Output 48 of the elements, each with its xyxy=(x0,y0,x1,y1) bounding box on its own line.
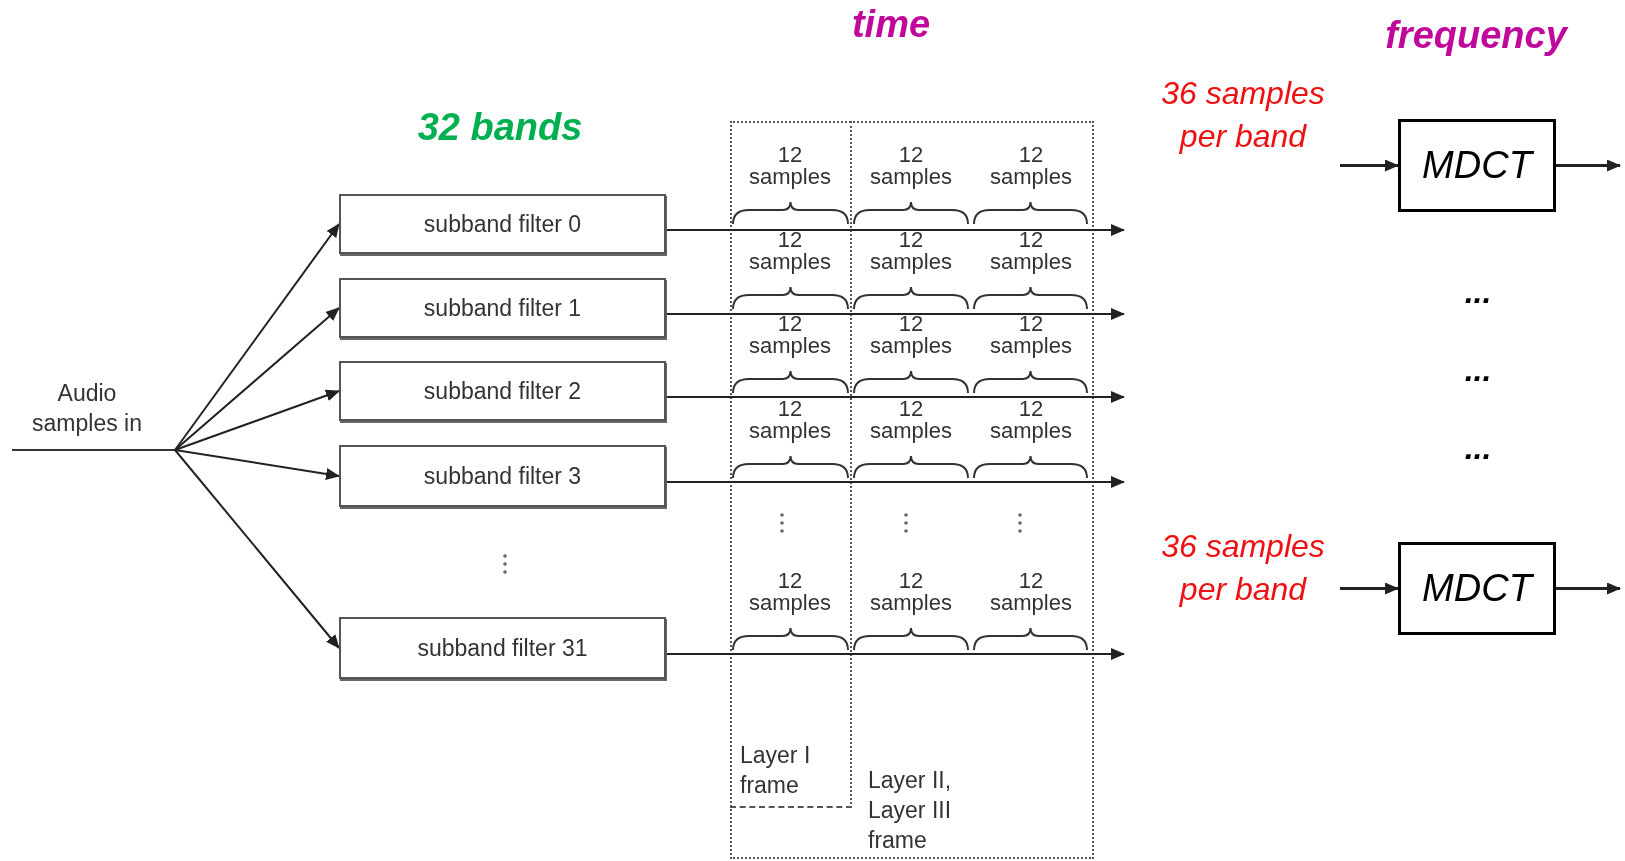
filter-box: subband filter 1 xyxy=(339,278,666,338)
sample-count-note: 36 samples per band xyxy=(1160,527,1326,609)
arrow xyxy=(174,223,340,451)
arrow xyxy=(174,389,340,451)
input-label: Audio samples in xyxy=(12,378,162,442)
arrow xyxy=(1556,582,1621,595)
arrow xyxy=(665,648,1125,660)
sample-count-label: 12 samples xyxy=(748,570,832,614)
transform-box: MDCT xyxy=(1398,542,1556,635)
arrow xyxy=(1340,159,1399,172)
sample-count-label: 12 samples xyxy=(869,144,953,188)
arrow xyxy=(174,449,340,649)
filter-box: subband filter 3 xyxy=(339,445,666,507)
band-count-heading: 32 bands xyxy=(416,106,584,149)
arrow xyxy=(1556,159,1621,172)
transform-box: MDCT xyxy=(1398,119,1556,212)
ellipsis-mark: ... xyxy=(1463,430,1493,467)
sample-count-label: 12 samples xyxy=(989,229,1073,273)
sample-count-label: 12 samples xyxy=(989,313,1073,357)
sample-count-label: 12 samples xyxy=(869,229,953,273)
ellipsis-mark: ... xyxy=(1463,274,1493,311)
arrow xyxy=(665,476,1125,488)
filter-box: subband filter 0 xyxy=(339,194,666,254)
frame-label: Layer I frame xyxy=(740,741,812,800)
sample-count-label: 12 samples xyxy=(748,398,832,442)
filter-box: subband filter 31 xyxy=(339,617,666,679)
arrow xyxy=(665,224,1125,236)
sample-count-label: 12 samples xyxy=(869,313,953,357)
sample-count-note: 36 samples per band xyxy=(1160,74,1326,156)
sample-count-label: 12 samples xyxy=(989,144,1073,188)
ellipsis-mark: ... xyxy=(1463,352,1493,389)
sample-count-label: 12 samples xyxy=(748,144,832,188)
sample-count-label: 12 samples xyxy=(869,398,953,442)
axis-heading: time xyxy=(850,3,932,46)
sample-count-label: 12 samples xyxy=(869,570,953,614)
axis-heading: frequency xyxy=(1384,14,1570,57)
sample-count-label: 12 samples xyxy=(989,570,1073,614)
sample-count-label: 12 samples xyxy=(748,229,832,273)
arrow xyxy=(174,307,340,451)
filter-box: subband filter 2 xyxy=(339,361,666,421)
input-line xyxy=(11,449,176,451)
arrow xyxy=(665,308,1125,320)
frame-label: Layer II, Layer III frame xyxy=(868,766,953,855)
arrow xyxy=(1340,582,1399,595)
arrow xyxy=(665,391,1125,403)
sample-count-label: 12 samples xyxy=(748,313,832,357)
arrow xyxy=(174,449,340,480)
sample-count-label: 12 samples xyxy=(989,398,1073,442)
